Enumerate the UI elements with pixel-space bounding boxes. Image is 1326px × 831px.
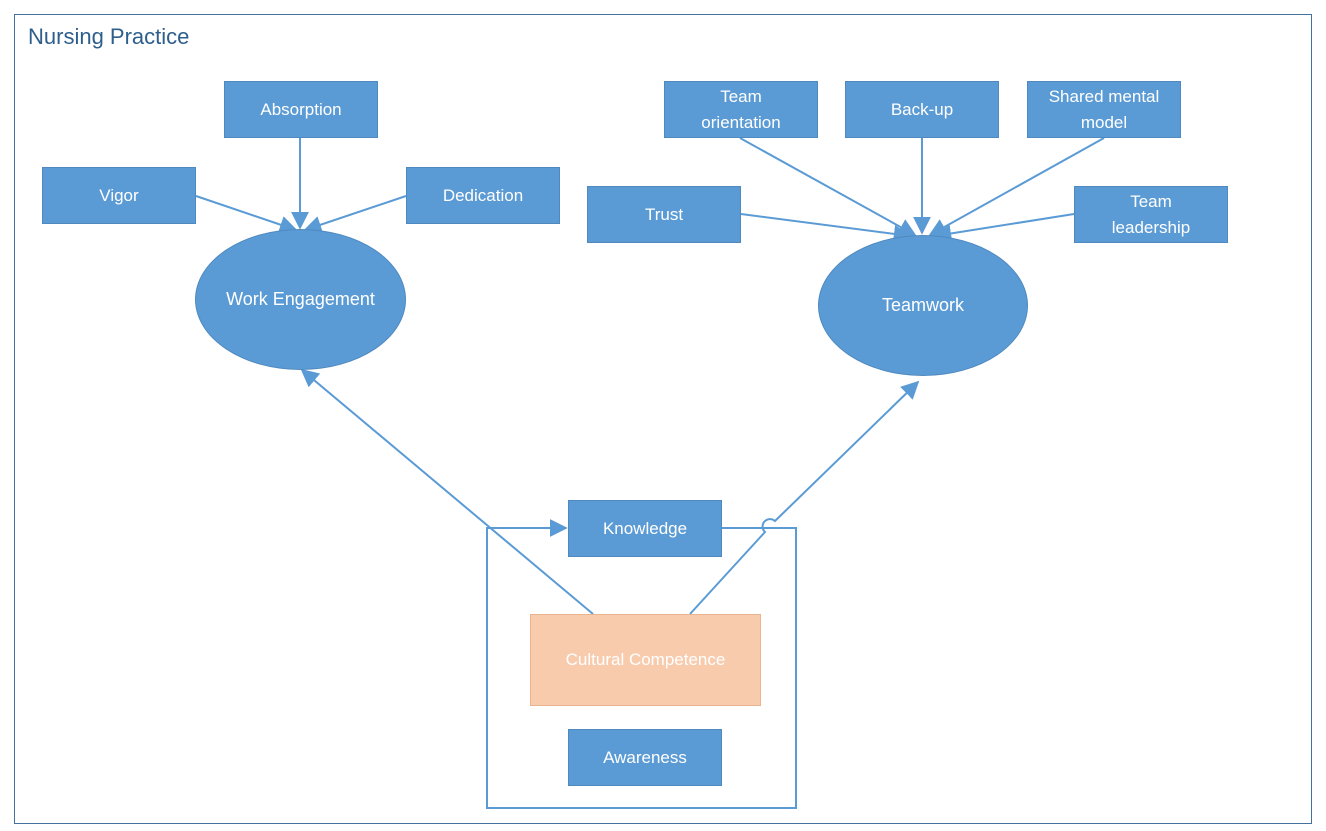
diagram-title: Nursing Practice	[28, 24, 190, 49]
team-orientation-node: Team orientation	[664, 81, 818, 138]
vigor-node: Vigor	[42, 167, 196, 224]
work-engagement-node: Work Engagement	[195, 229, 406, 370]
connector-shared-mental-model-teamwork	[928, 137, 1105, 236]
connector-team-leadership-teamwork	[933, 213, 1075, 243]
dedication-label: Dedication	[442, 185, 524, 205]
team-leadership-node: Team leadership	[1074, 186, 1228, 243]
dimensions-container	[486, 527, 797, 809]
dedication-node: Dedication	[406, 167, 560, 224]
connector-vigor-work-engagement	[195, 195, 298, 234]
back-up-label: Back-up	[890, 99, 954, 119]
connector-team-orientation-teamwork	[739, 137, 917, 236]
connector-trust-teamwork	[740, 213, 912, 243]
trust-label: Trust	[644, 204, 684, 224]
vigor-label: Vigor	[99, 185, 139, 205]
connector-cultural-competence-teamwork	[689, 380, 920, 615]
teamwork-label: Teamwork	[881, 295, 965, 315]
cultural-competence-label: Cultural Competence	[565, 650, 726, 670]
absorption-node: Absorption	[224, 81, 378, 138]
back-up-node: Back-up	[845, 81, 999, 138]
knowledge-node: Knowledge	[568, 500, 722, 557]
connector-dedication-work-engagement	[303, 195, 407, 234]
shared-mental-model-node: Shared mental model	[1027, 81, 1181, 138]
cultural-competence-node: Cultural Competence	[530, 614, 761, 706]
team-leadership-label: Team leadership	[1111, 192, 1191, 237]
team-orientation-label: Team orientation	[701, 87, 781, 132]
teamwork-node: Teamwork	[818, 235, 1028, 376]
knowledge-label: Knowledge	[602, 518, 688, 538]
awareness-label: Awareness	[603, 747, 687, 767]
work-engagement-label: Work Engagement	[226, 289, 375, 309]
awareness-node: Awareness	[568, 729, 722, 786]
trust-node: Trust	[587, 186, 741, 243]
connector-cultural-competence-work-engagement	[300, 368, 594, 615]
shared-mental-model-label: Shared mental model	[1048, 87, 1160, 132]
absorption-label: Absorption	[260, 99, 342, 119]
